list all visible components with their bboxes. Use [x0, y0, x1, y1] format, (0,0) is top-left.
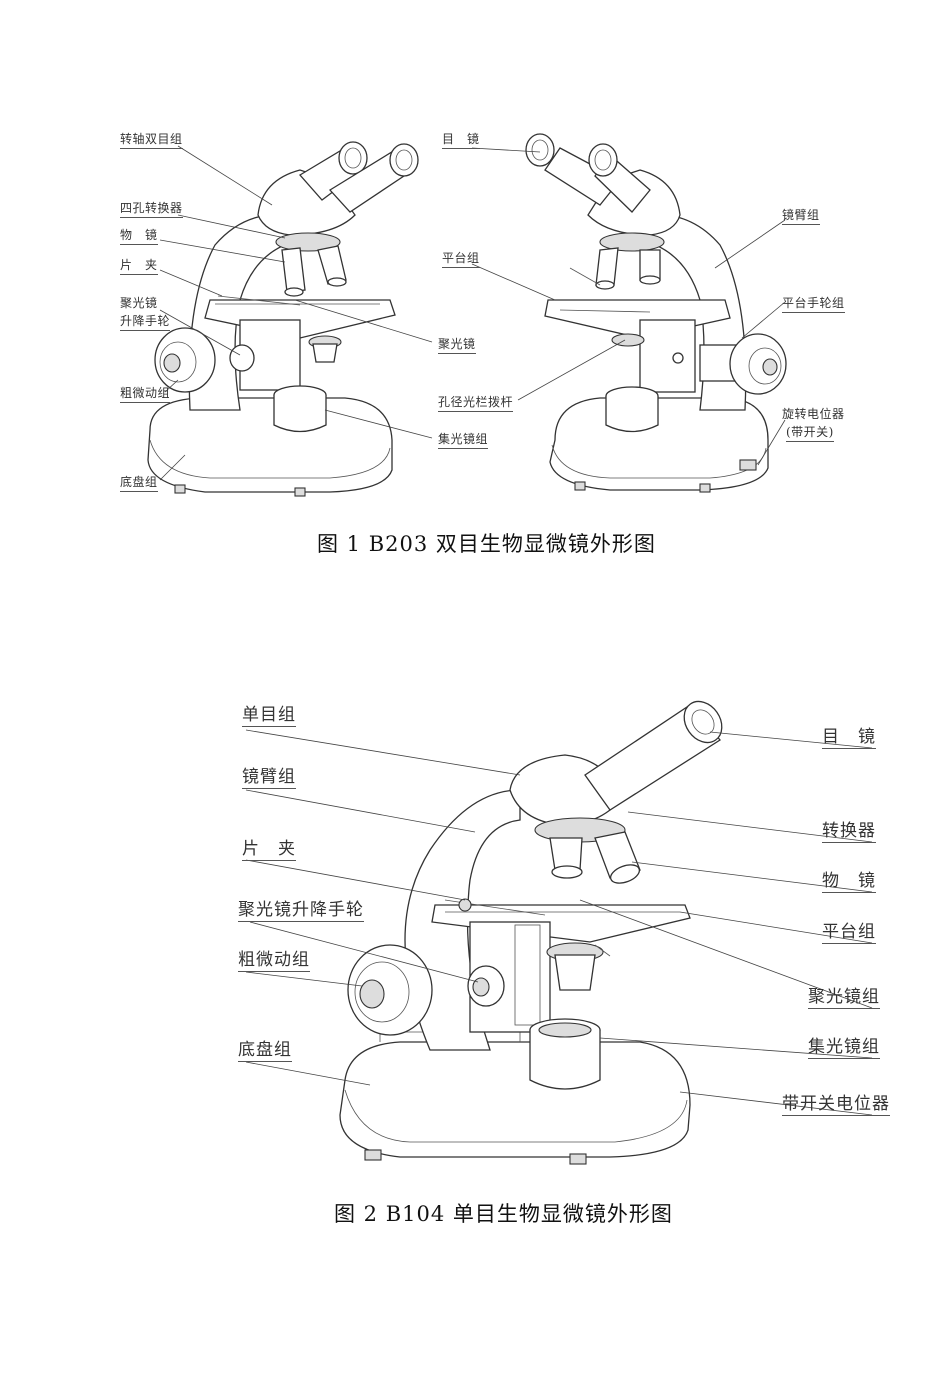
figure-2: 单目组 镜臂组 片 夹 聚光镜升降手轮 粗微动组 底盘组 目 镜 转换器 物 镜… — [0, 660, 950, 1260]
left-binocular-microscope — [147, 141, 419, 497]
label-stage: 平台组 — [822, 917, 876, 944]
label-eyepiece: 目 镜 — [822, 722, 876, 749]
label-condenser: 聚光镜 — [438, 335, 476, 354]
label-aperture-lever: 孔径光栏拨杆 — [438, 393, 514, 412]
label-potentiometer-line2: (带开关) — [786, 423, 834, 442]
label-arm: 镜臂组 — [242, 762, 296, 789]
label-potentiometer: 带开关电位器 — [782, 1089, 890, 1116]
label-collector: 集光镜组 — [808, 1032, 880, 1059]
label-condenser-knob-line2: 升降手轮 — [120, 312, 171, 331]
figure-2-leader-lines — [245, 729, 873, 1116]
label-slide-clip: 片 夹 — [242, 834, 296, 861]
label-objective: 物 镜 — [822, 866, 876, 893]
label-nosepiece: 转换器 — [822, 816, 876, 843]
label-binocular-head: 转轴双目组 — [120, 130, 183, 149]
label-eyepiece: 目 镜 — [442, 130, 480, 149]
label-condenser: 聚光镜组 — [808, 982, 880, 1009]
label-nosepiece: 四孔转换器 — [120, 199, 183, 218]
figure-2-drawing — [245, 700, 873, 1165]
label-slide-clip: 片 夹 — [120, 256, 158, 275]
label-condenser-knob-line1: 聚光镜 — [120, 296, 158, 310]
figure-1-drawing — [147, 133, 787, 497]
label-mono-head: 单目组 — [242, 700, 296, 727]
label-objective: 物 镜 — [120, 226, 158, 245]
right-binocular-microscope — [525, 133, 787, 493]
label-stage-knob: 平台手轮组 — [782, 294, 845, 313]
label-condenser-knob: 聚光镜升降手轮 — [238, 895, 364, 922]
label-base: 底盘组 — [238, 1035, 292, 1062]
figure-2-caption: 图 2 B104 单目生物显微镜外形图 — [334, 1202, 673, 1226]
label-potentiometer-line1: 旋转电位器 — [782, 407, 845, 421]
figure-1-leader-lines — [159, 145, 786, 481]
figure-1: 转轴双目组 四孔转换器 物 镜 片 夹 聚光镜 升降手轮 粗微动组 底盘组 目 … — [0, 0, 950, 590]
label-focus-knob: 粗微动组 — [120, 384, 171, 403]
label-base: 底盘组 — [120, 473, 158, 492]
monocular-microscope — [339, 700, 723, 1165]
label-focus-knob: 粗微动组 — [238, 945, 310, 972]
label-stage: 平台组 — [442, 249, 480, 268]
figure-1-caption: 图 1 B203 双目生物显微镜外形图 — [317, 532, 656, 556]
label-arm: 镜臂组 — [782, 206, 820, 225]
label-collector: 集光镜组 — [438, 430, 489, 449]
